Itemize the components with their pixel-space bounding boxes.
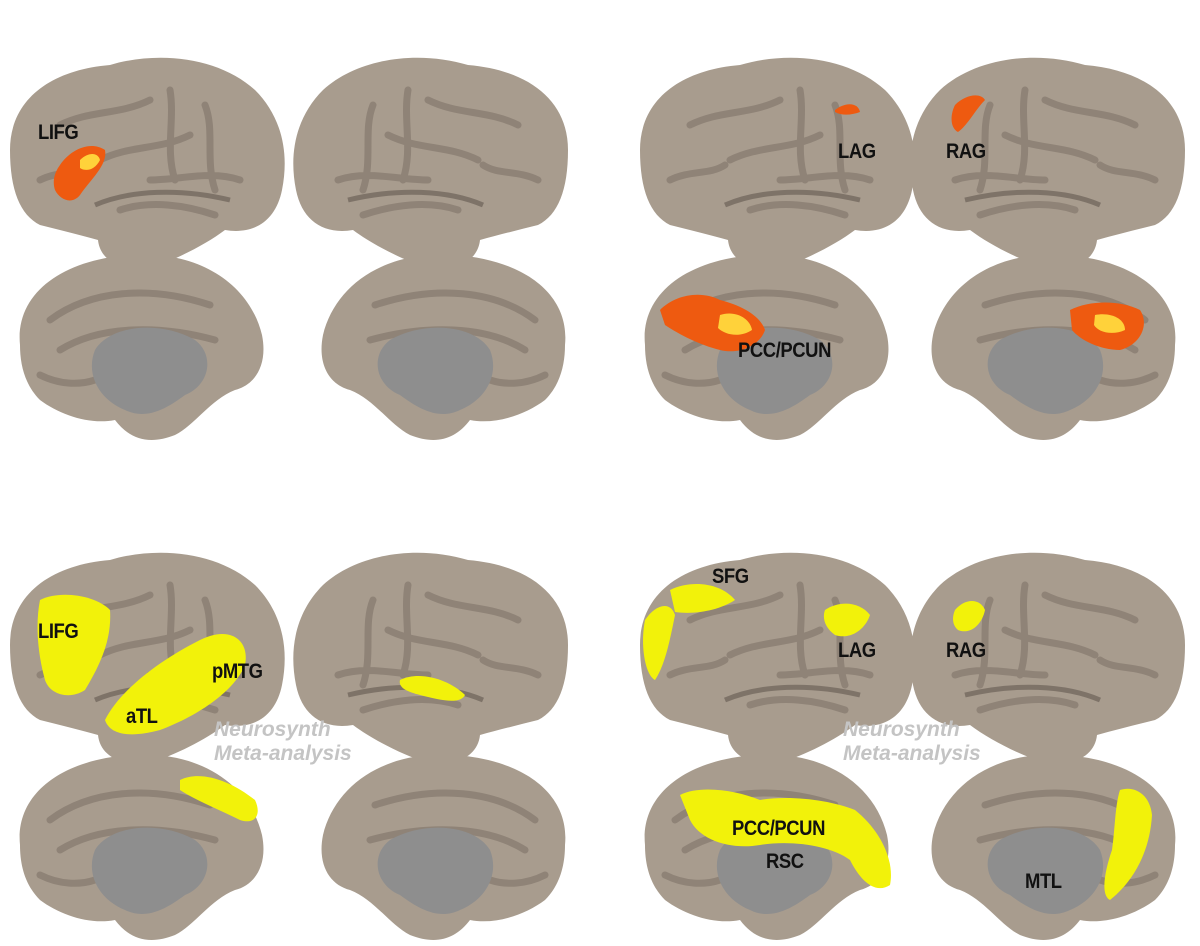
label-q2-pcc: PCC/PCUN (738, 339, 832, 362)
label-q4-mtl: MTL (1025, 870, 1062, 893)
watermark-right-line1: Neurosynth (843, 718, 960, 741)
q3-lifg-activation (37, 594, 111, 696)
q4-pcc-activation (680, 789, 891, 889)
q2-lateral-right-brain (910, 58, 1185, 269)
label-q2-rag: RAG (946, 140, 986, 163)
q2-pcc-left-activation (660, 294, 765, 352)
watermark-left-line1: Neurosynth (214, 718, 331, 741)
watermark-right-line2: Meta-analysis (843, 742, 981, 766)
label-q4-rag: RAG (946, 639, 986, 662)
q4-frontal-activation (643, 605, 675, 680)
q1-medial-right-brain (322, 255, 566, 440)
watermark-right: Neurosynth Meta-analysis (843, 718, 981, 766)
q3-temporal-activation (105, 634, 246, 735)
q3-medial-activation (180, 776, 258, 822)
q1-lateral-right-brain (293, 58, 568, 269)
q3-medial-left-brain (20, 755, 264, 940)
q2-rag-activation (951, 95, 985, 132)
q2-medial-right-brain (932, 255, 1176, 440)
q4-lag-activation (823, 603, 870, 637)
watermark-left: Neurosynth Meta-analysis (214, 718, 352, 766)
q1-medial-left-brain (20, 255, 264, 440)
label-q1-lifg: LIFG (38, 121, 79, 144)
q2-lateral-left-brain (640, 58, 915, 269)
label-q3-atl: aTL (126, 705, 158, 728)
q4-rag-activation (953, 601, 985, 632)
q3-right-temporal-activation (399, 675, 465, 701)
label-q4-lag: LAG (838, 639, 876, 662)
label-q4-sfg: SFG (712, 565, 749, 588)
q3-medial-right-brain (322, 755, 566, 940)
q1-lateral-left-brain (10, 58, 285, 269)
watermark-left-line2: Meta-analysis (214, 742, 352, 766)
q4-sfg-activation (670, 584, 735, 613)
q2-lag-activation (835, 104, 860, 115)
q4-right-medial-activation (1104, 788, 1152, 900)
label-q2-lag: LAG (838, 140, 876, 163)
label-q3-lifg: LIFG (38, 620, 79, 643)
label-q3-pmtg: pMTG (212, 660, 263, 683)
label-q4-rsc: RSC (766, 850, 804, 873)
label-q4-pcc: PCC/PCUN (732, 817, 826, 840)
